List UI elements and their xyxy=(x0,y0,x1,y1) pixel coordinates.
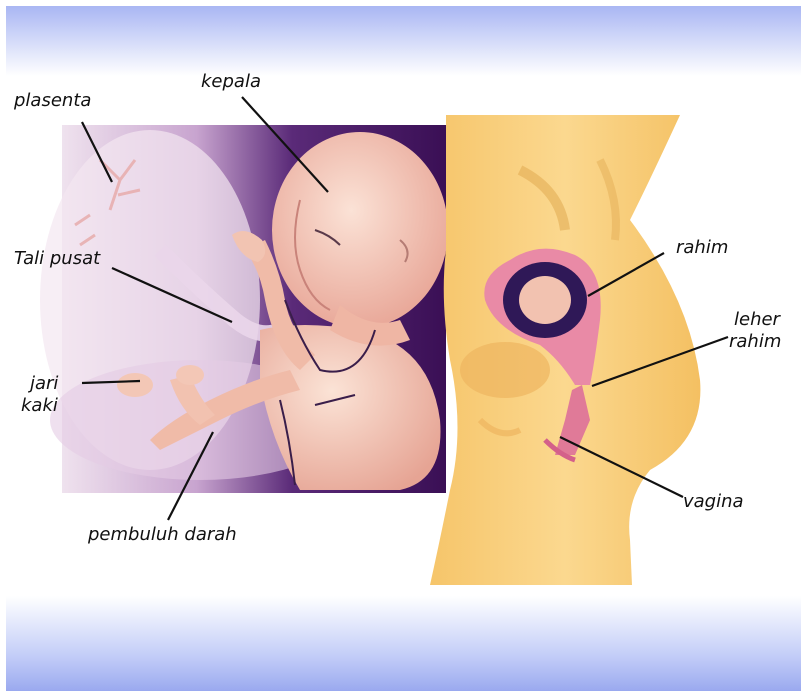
label-jari: jari xyxy=(30,374,58,394)
label-rahim: rahim xyxy=(676,238,728,258)
label-kaki: kaki xyxy=(21,396,58,416)
label-leher: leher xyxy=(734,310,780,330)
label-rahim-2: rahim xyxy=(729,332,781,352)
label-kepala: kepala xyxy=(201,72,261,92)
label-plasenta: plasenta xyxy=(14,91,91,111)
label-vagina: vagina xyxy=(683,492,744,512)
label-pembuluh-darah: pembuluh darah xyxy=(88,525,237,545)
label-tali-pusat: Tali pusat xyxy=(14,249,100,269)
